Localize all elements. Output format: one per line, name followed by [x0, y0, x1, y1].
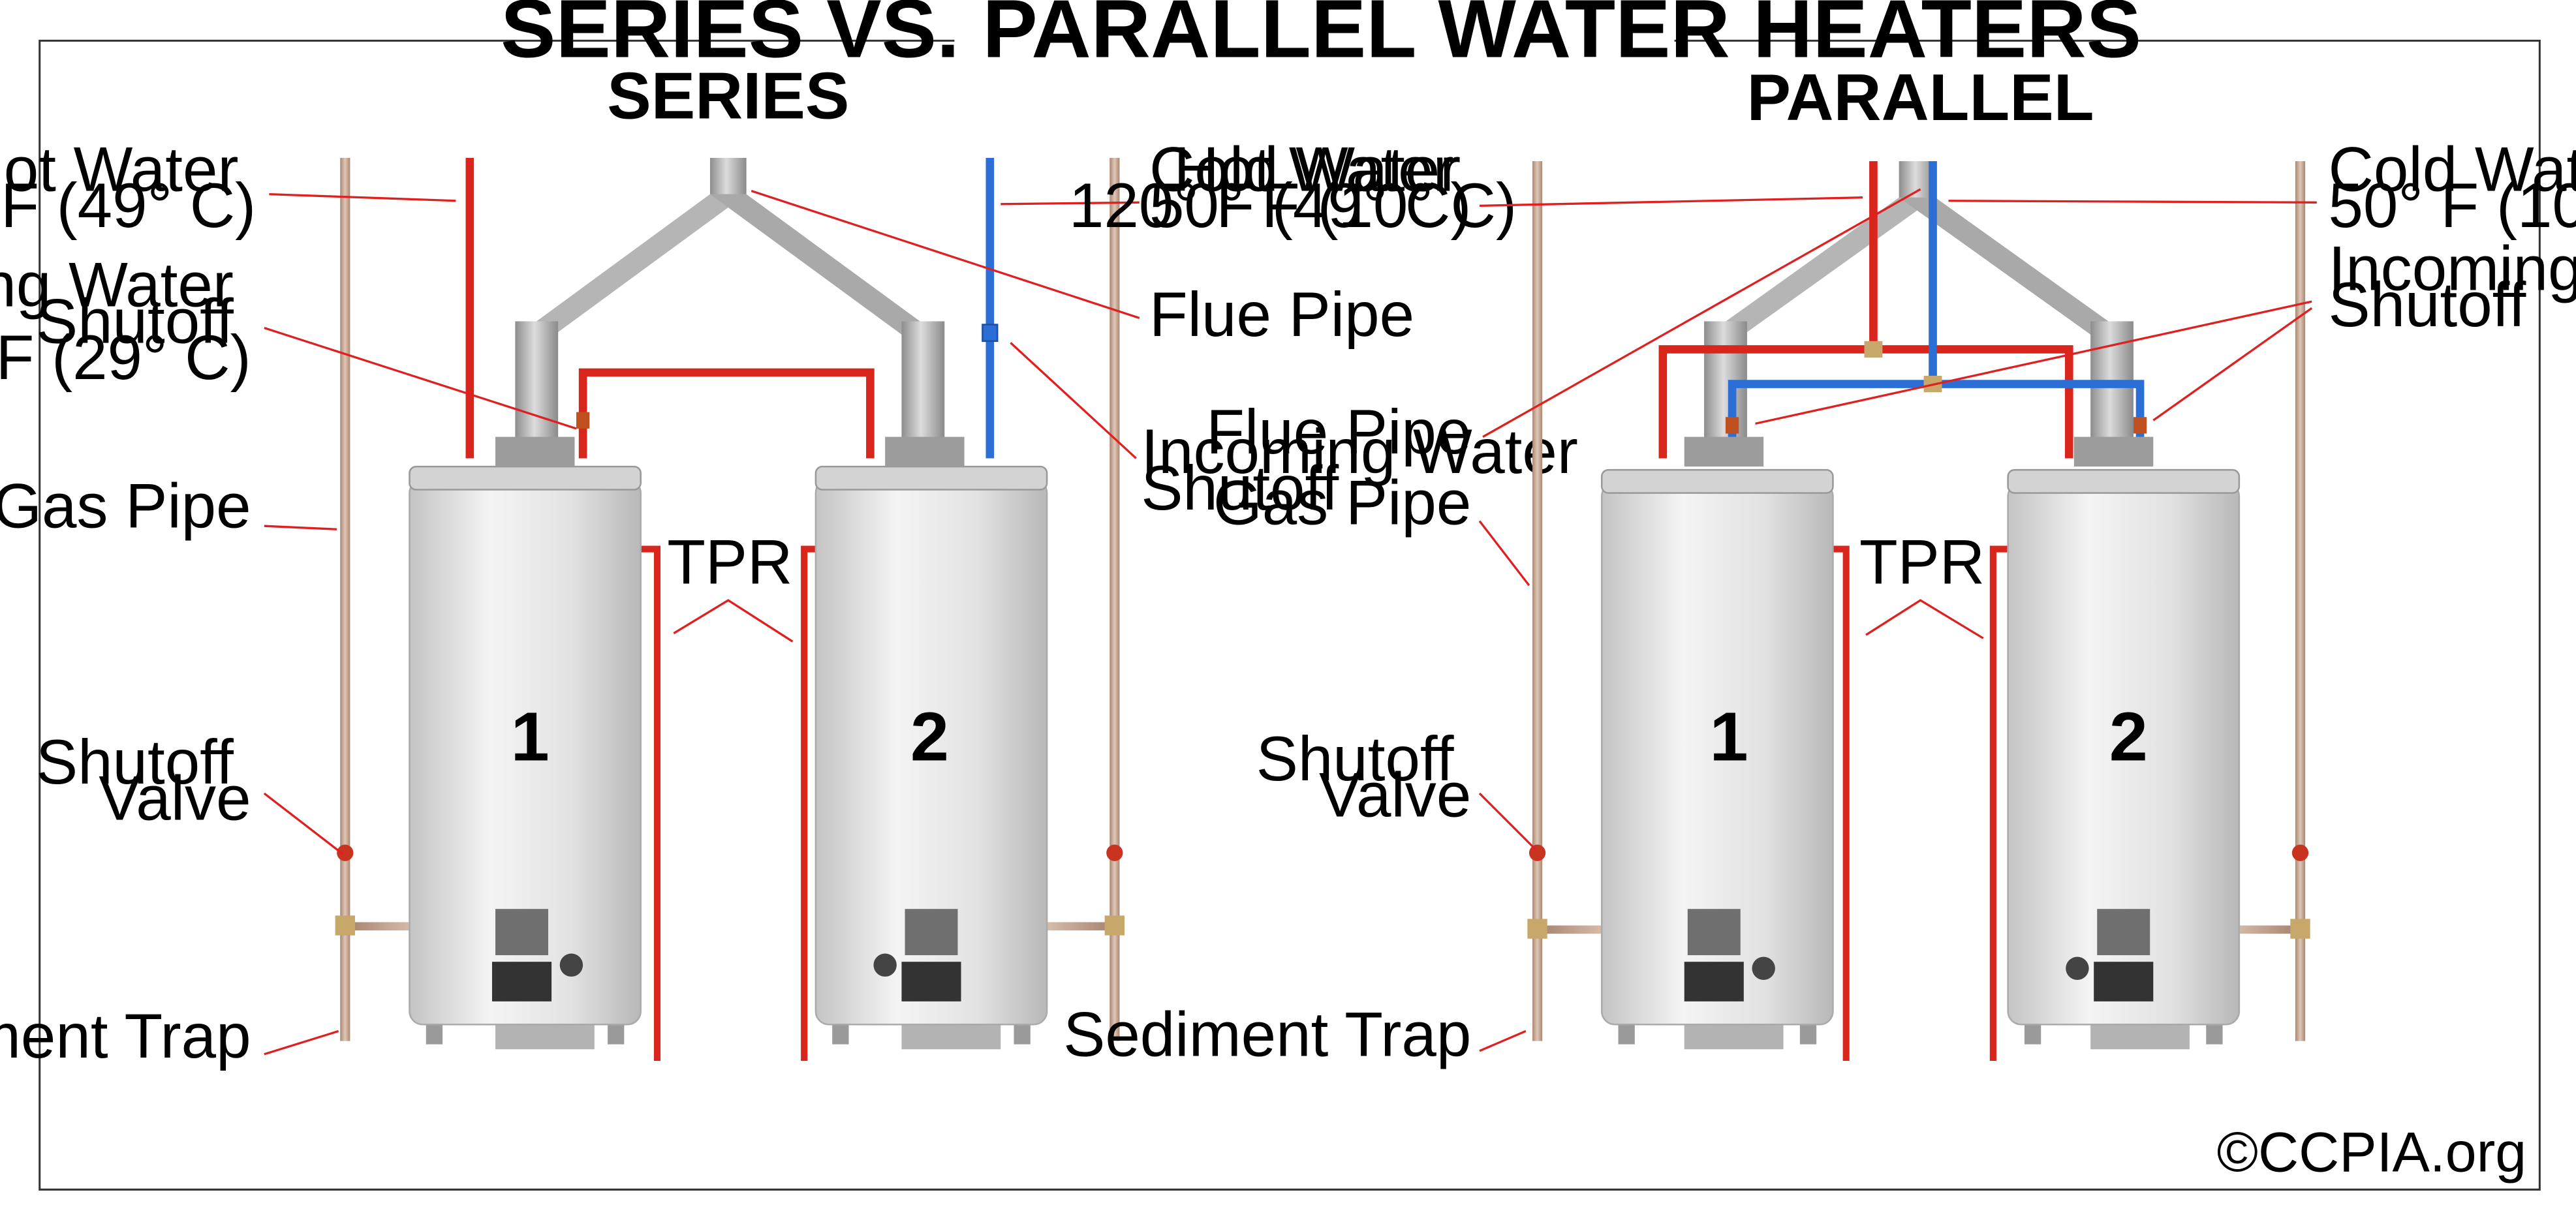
- series-heater-1: 1: [409, 465, 642, 1050]
- parallel-incoming-shutoff-label: Incoming Water Shutoff: [2328, 234, 2576, 340]
- main-title: SERIES VS. PARALLEL WATER HEATERS: [501, 0, 2141, 75]
- parallel-water-lines: [1658, 161, 2147, 1061]
- series-leader-lines: [263, 190, 1140, 1056]
- parallel-hot-water-label: Hot Water 120° F (49° C): [1069, 135, 1471, 241]
- copyright-text: ©CCPIA.org: [2217, 1121, 2526, 1184]
- series-heater-1-number: 1: [511, 697, 550, 775]
- parallel-heater-1-number: 1: [1709, 697, 1748, 775]
- series-shutoff-valve-icon: [337, 844, 354, 861]
- series-hot-water-label: Hot Water 120° F (49° C): [0, 135, 256, 241]
- series-flue-pipe: [495, 157, 965, 467]
- series-sediment-trap-label: Sediment Trap: [0, 1001, 251, 1071]
- parallel-heading: PARALLEL: [1746, 61, 2094, 134]
- parallel-gas-pipe-label: Gas Pipe: [1213, 468, 1471, 538]
- parallel-shutoff-valve-label: Shutoff Valve: [1256, 724, 1472, 831]
- parallel-flue-pipe: [1684, 161, 2154, 467]
- parallel-tpr-label: TPR: [1859, 528, 1985, 598]
- parallel-cold-water-label: Cold Water 50° F (10° C): [2328, 135, 2576, 241]
- frame-border: [39, 39, 2541, 1191]
- series-heater-2: 2: [815, 465, 1048, 1050]
- series-water-lines: [465, 157, 999, 1061]
- series-flue-pipe-label: Flue Pipe: [1149, 280, 1414, 350]
- series-incoming-shutoff-right-label: Incoming Water Shutoff: [1141, 417, 1595, 523]
- parallel-shutoff-valve-icon: [1529, 844, 1546, 861]
- parallel-heater-2: 2: [2007, 468, 2241, 1050]
- series-heading: SERIES: [607, 59, 849, 132]
- parallel-flue-pipe-label: Flue Pipe: [1206, 397, 1471, 467]
- parallel-heater-1: 1: [1600, 468, 1834, 1050]
- parallel-sediment-trap-label: Sediment Trap: [1063, 1000, 1471, 1069]
- series-panel: SERIES: [0, 59, 1595, 1071]
- series-tpr-label: TPR: [667, 528, 792, 598]
- parallel-heater-2-number: 2: [2109, 697, 2148, 775]
- series-shutoff-valve-label: Shutoff Valve: [36, 727, 251, 834]
- series-cold-water-label: Cold Water 50° F (10° C): [1149, 135, 1517, 241]
- series-heater-2-number: 2: [910, 697, 949, 775]
- series-incoming-shutoff-label: Incoming Water Shutoff 85° F (29° C): [0, 251, 251, 393]
- parallel-leader-lines: [1478, 188, 2317, 1052]
- parallel-panel: PARALLEL: [1063, 61, 2576, 1070]
- series-gas-pipe-label: Gas Pipe: [0, 472, 251, 542]
